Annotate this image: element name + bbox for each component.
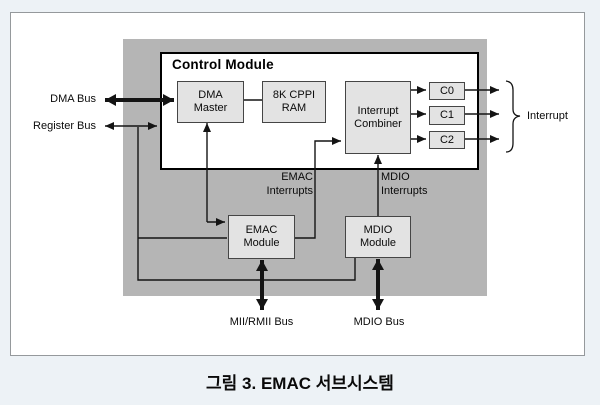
node-c0: C0 [429, 82, 465, 100]
emac-interrupts-label: EMAC Interrupts [266, 171, 313, 197]
node-dma-master: DMA Master [177, 81, 244, 123]
node-cppi-ram: 8K CPPI RAM [262, 81, 326, 123]
emac-interrupts-line [293, 137, 341, 239]
interrupt-brace [505, 80, 521, 153]
node-mdio-module: MDIO Module [345, 216, 411, 258]
interrupt-output-label: Interrupt [527, 110, 568, 122]
mii-rmii-bus-label: MII/RMII Bus [229, 316, 294, 328]
dma-bus-label: DMA Bus [50, 93, 96, 105]
mdio-bus-label: MDIO Bus [353, 316, 405, 328]
node-c1: C1 [429, 106, 465, 125]
figure-caption: 그림 3. EMAC 서브시스템 [206, 374, 394, 393]
node-c2: C2 [429, 131, 465, 149]
mdio-interrupts-label: MDIO Interrupts [381, 171, 428, 197]
register-bus-label: Register Bus [33, 120, 96, 132]
control-module-title: Control Module [172, 57, 274, 72]
node-interrupt-combiner: Interrupt Combiner [345, 81, 411, 154]
node-emac-module: EMAC Module [228, 215, 295, 259]
register-bus-route-line [137, 127, 356, 281]
